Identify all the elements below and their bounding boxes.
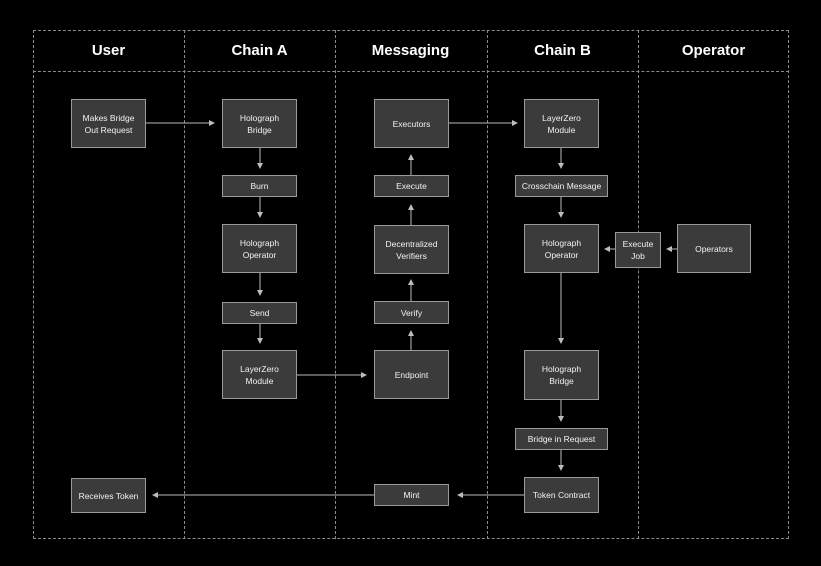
- node-operators: Operators: [677, 224, 751, 273]
- node-holograph-operator-a: Holograph Operator: [222, 224, 297, 273]
- node-burn: Burn: [222, 175, 297, 197]
- header-divider: [33, 71, 789, 72]
- lane-title-chain-a: Chain A: [231, 42, 288, 59]
- node-layerzero-module-b: LayerZero Module: [524, 99, 599, 148]
- lane-title-user: User: [91, 42, 126, 59]
- node-executors: Executors: [374, 99, 449, 148]
- node-makes-bridge-out-request: Makes Bridge Out Request: [71, 99, 146, 148]
- node-holograph-operator-b: Holograph Operator: [524, 224, 599, 273]
- diagram-frame: [33, 30, 789, 539]
- lane-divider-2: [335, 30, 336, 539]
- lane-divider-4: [638, 30, 639, 539]
- node-crosschain-message: Crosschain Message: [515, 175, 608, 197]
- node-execute: Execute: [374, 175, 449, 197]
- node-holograph-bridge-a: Holograph Bridge: [222, 99, 297, 148]
- lane-divider-1: [184, 30, 185, 539]
- lane-title-chain-b: Chain B: [534, 42, 591, 59]
- node-verify: Verify: [374, 301, 449, 324]
- node-mint: Mint: [374, 484, 449, 506]
- node-decentralized-verifiers: Decentralized Verifiers: [374, 225, 449, 274]
- node-holograph-bridge-b: Holograph Bridge: [524, 350, 599, 400]
- lane-title-operator: Operator: [681, 42, 746, 59]
- node-token-contract: Token Contract: [524, 477, 599, 513]
- node-bridge-in-request: Bridge in Request: [515, 428, 608, 450]
- node-endpoint: Endpoint: [374, 350, 449, 399]
- node-send: Send: [222, 302, 297, 324]
- node-receives-token: Receives Token: [71, 478, 146, 513]
- lane-title-messaging: Messaging: [371, 42, 450, 59]
- node-layerzero-module-a: LayerZero Module: [222, 350, 297, 399]
- node-execute-job: Execute Job: [615, 232, 661, 268]
- lane-divider-3: [487, 30, 488, 539]
